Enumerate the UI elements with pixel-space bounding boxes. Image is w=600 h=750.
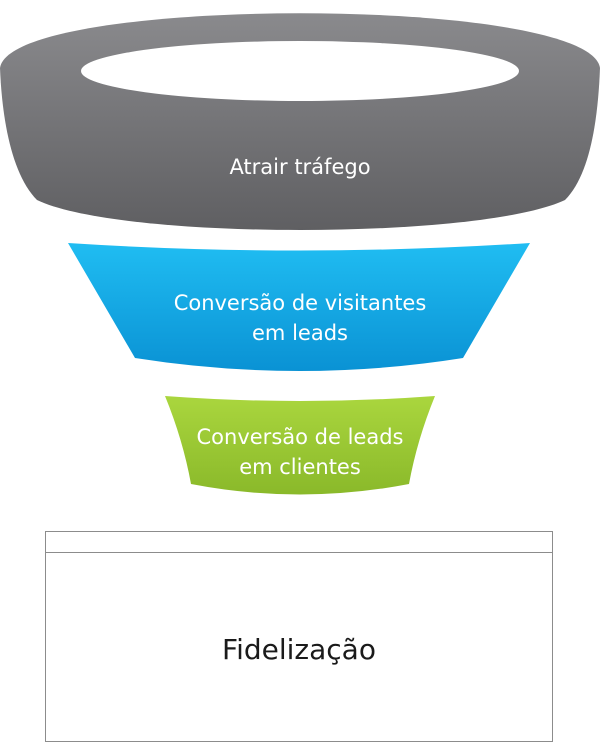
retention-box-header bbox=[46, 532, 552, 553]
funnel-stage-3 bbox=[165, 396, 435, 495]
funnel-stage-3-body bbox=[165, 396, 435, 495]
funnel-stage-1 bbox=[0, 13, 600, 230]
funnel-stage-2-body bbox=[68, 243, 530, 371]
funnel-stage-2-label: Conversão de visitantes em leads bbox=[0, 288, 600, 348]
funnel-stage-1-label-line-1: Atrair tráfego bbox=[229, 155, 371, 179]
funnel-stage-2-label-line-2: em leads bbox=[252, 321, 348, 345]
retention-box: Fidelização bbox=[45, 531, 553, 742]
funnel-stage-2-label-line-1: Conversão de visitantes bbox=[173, 291, 427, 315]
funnel-stage-1-opening bbox=[81, 41, 519, 101]
funnel-stage-3-label-line-2: em clientes bbox=[239, 455, 361, 479]
funnel-stage-3-label: Conversão de leads em clientes bbox=[0, 422, 600, 482]
funnel-stage-1-label: Atrair tráfego bbox=[0, 152, 600, 182]
retention-label: Fidelização bbox=[222, 633, 376, 666]
funnel-stage-3-label-line-1: Conversão de leads bbox=[196, 425, 404, 449]
funnel-stage-2 bbox=[68, 243, 530, 371]
funnel-diagram bbox=[0, 13, 600, 495]
